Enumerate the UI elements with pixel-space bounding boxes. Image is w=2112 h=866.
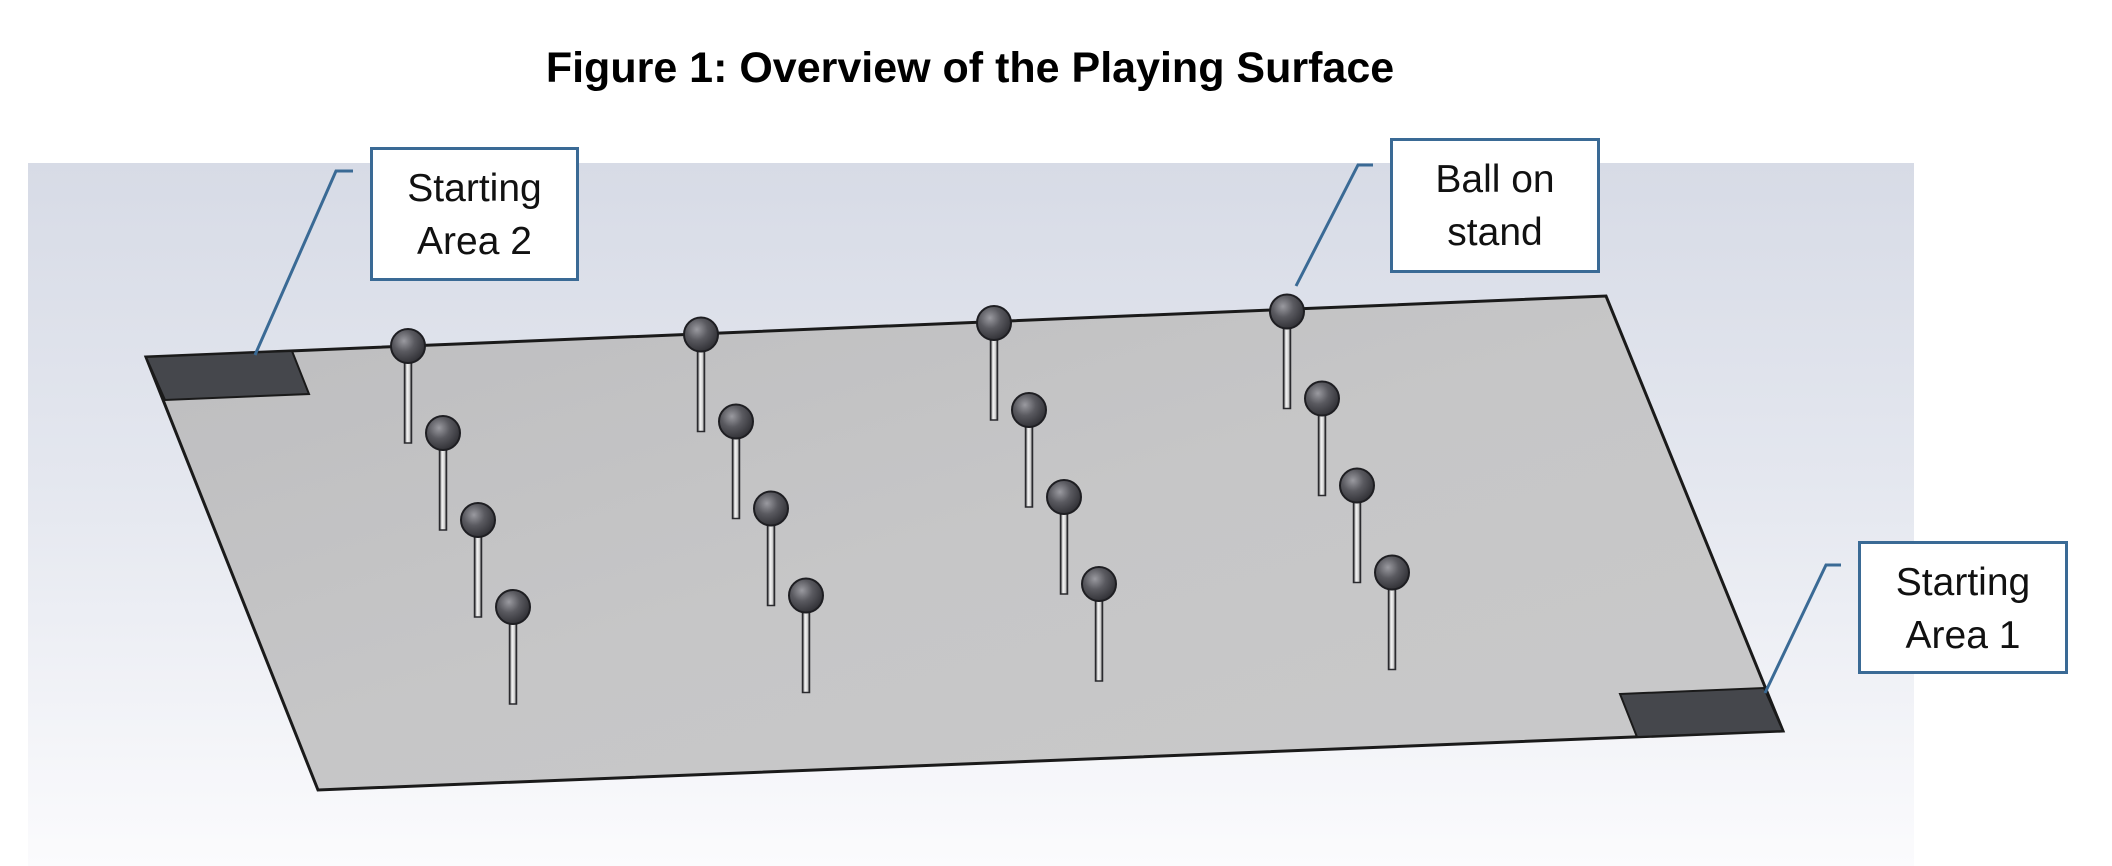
ball-on-stand [1046,479,1082,595]
ball-on-stand [976,305,1012,421]
ball-on-stand [788,577,824,694]
ball [788,577,824,614]
ball-on-stand [390,328,426,444]
ball [753,490,789,527]
leader-line-starting-area-1 [1763,563,1841,694]
ball [390,328,426,364]
stand-pole [1059,509,1069,595]
callout-starting-area-2-line1: Starting [407,167,542,210]
callout-ball-on-stand: Ball on stand [1390,138,1600,273]
ball [1269,293,1305,330]
ball-on-stand [1081,566,1117,682]
ball-on-stand [683,316,719,433]
ball-stands [390,293,1410,705]
figure-title: Figure 1: Overview of the Playing Surfac… [545,44,1395,92]
ball [718,403,754,440]
stand-pole [1317,410,1327,497]
stand-pole [801,607,811,694]
callout-starting-area-1: Starting Area 1 [1858,541,2068,674]
callout-starting-area-2: Starting Area 2 [370,147,579,281]
ball-on-stand [718,403,754,520]
playing-board [143,294,1786,792]
ball [976,305,1012,341]
leader-line-starting-area-2 [253,169,353,356]
ball [683,316,719,353]
leader-line-ball-on-stand [1294,163,1373,287]
ball [495,589,531,625]
ball [1339,467,1375,504]
ball-on-stand [425,415,461,531]
ball [1046,479,1082,515]
ball [425,415,461,451]
ball-on-stand [460,502,496,618]
callout-ball-on-stand-line1: Ball on [1435,158,1555,201]
callout-ball-on-stand-line2: stand [1447,211,1543,254]
stand-pole [1352,497,1362,584]
starting-area-2-pad [144,349,311,402]
ball-on-stand [495,589,531,705]
ball [1011,392,1047,428]
callout-starting-area-1-line1: Starting [1895,561,2031,604]
stand-pole [473,532,483,618]
ball [460,502,496,538]
stand-pole [508,619,518,705]
callout-starting-area-2-line2: Area 2 [417,220,532,263]
ball-on-stand [1374,554,1410,671]
starting-area-1-pad [1618,686,1785,739]
stand-pole [1024,422,1034,508]
ball-on-stand [753,490,789,607]
ball [1304,380,1340,417]
ball-on-stand [1269,293,1305,410]
stand-pole [438,445,448,531]
stand-pole [766,520,776,607]
stand-pole [1094,596,1104,682]
stand-pole [989,335,999,421]
callout-starting-area-1-line2: Area 1 [1905,614,2021,657]
ball-on-stand [1304,380,1340,497]
stand-pole [731,433,741,520]
ball-on-stand [1011,392,1047,508]
stand-pole [1282,323,1292,410]
ball [1081,566,1117,602]
stand-pole [696,346,706,433]
stand-pole [1387,584,1397,671]
ball-on-stand [1339,467,1375,584]
ball [1374,554,1410,591]
stand-pole [403,358,413,444]
